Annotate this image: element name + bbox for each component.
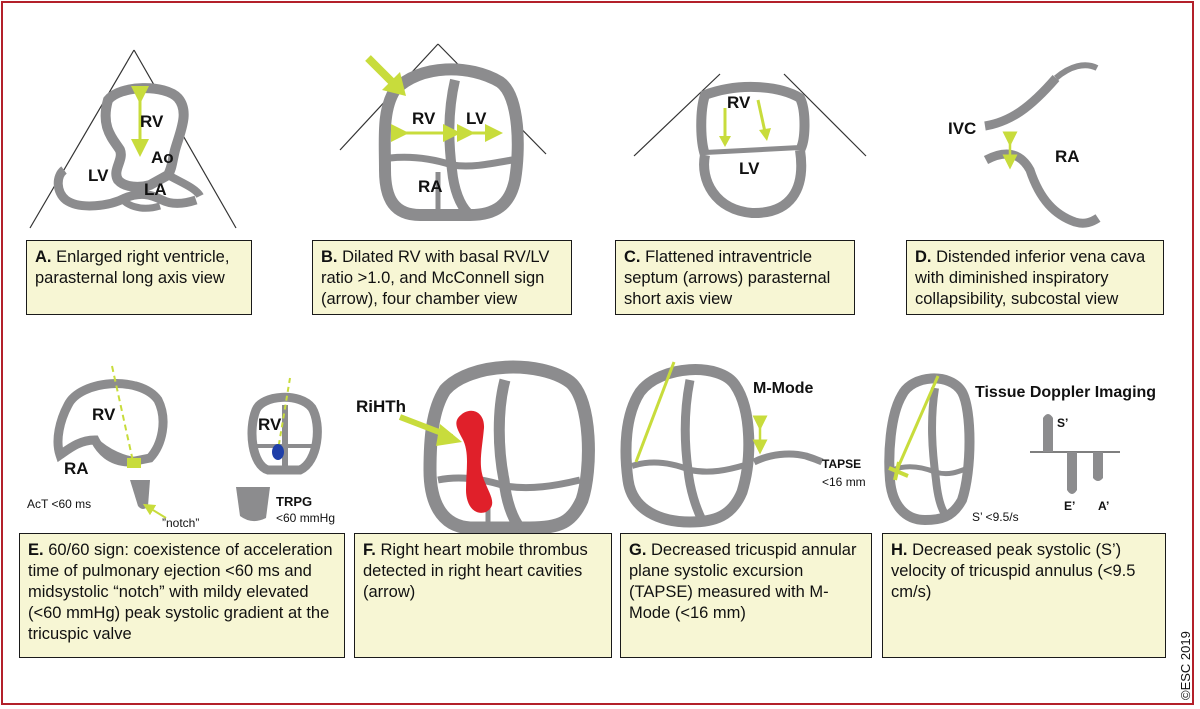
caption-e-text: 60/60 sign: coexistence of acceleration … bbox=[28, 541, 333, 643]
caption-f-text: Right heart mobile thrombus detected in … bbox=[363, 541, 588, 601]
label-lv-c: LV bbox=[739, 159, 760, 178]
label-rv-b: RV bbox=[412, 109, 436, 128]
caption-a-letter: A. bbox=[35, 248, 52, 266]
label-rv2-e: RV bbox=[258, 415, 282, 434]
label-ao-a: Ao bbox=[151, 148, 174, 167]
label-trpg: TRPG bbox=[276, 494, 312, 509]
label-trpg-value: <60 mmHg bbox=[276, 511, 335, 525]
caption-a: A. Enlarged right ventricle, parasternal… bbox=[26, 240, 252, 315]
label-tapse-value: <16 mm bbox=[822, 475, 866, 489]
thrombus bbox=[456, 410, 493, 513]
label-lv-a: LV bbox=[88, 166, 109, 185]
caption-h: H. Decreased peak systolic (S’) velocity… bbox=[882, 533, 1166, 658]
label-rihth: RiHTh bbox=[356, 397, 406, 416]
label-tapse: TAPSE bbox=[822, 457, 861, 471]
rv-chamber-a bbox=[100, 83, 189, 192]
caption-c-letter: C. bbox=[624, 248, 641, 266]
caption-e-letter: E. bbox=[28, 541, 44, 559]
caption-d-letter: D. bbox=[915, 248, 932, 266]
panel-e-drawing: RV RA AcT <60 ms ”notch” RV TRPG <60 mmH… bbox=[27, 365, 335, 530]
caption-f-letter: F. bbox=[363, 541, 376, 559]
caption-c: C. Flattened intraventricle septum (arro… bbox=[615, 240, 855, 315]
caption-f: F. Right heart mobile thrombus detected … bbox=[354, 533, 612, 658]
copyright: ©ESC 2019 bbox=[1178, 631, 1193, 700]
label-rv-a: RV bbox=[140, 112, 164, 131]
caption-h-letter: H. bbox=[891, 541, 908, 559]
label-ra-d: RA bbox=[1055, 147, 1080, 166]
label-ra-b: RA bbox=[418, 177, 443, 196]
panel-b-drawing: RV LV RA bbox=[339, 43, 547, 221]
caption-h-text: Decreased peak systolic (S’) velocity of… bbox=[891, 541, 1136, 601]
caption-g-text: Decreased tricuspid annular plane systol… bbox=[629, 541, 857, 622]
panel-f-drawing: RiHTh bbox=[356, 360, 595, 535]
caption-e: E. 60/60 sign: coexistence of accelerati… bbox=[19, 533, 345, 658]
caption-b: B. Dilated RV with basal RV/LV ratio >1.… bbox=[312, 240, 572, 315]
label-s: S’ bbox=[1057, 416, 1068, 430]
panel-c-drawing: RV LV bbox=[633, 73, 867, 219]
label-a: A’ bbox=[1098, 499, 1109, 513]
label-ivc-d: IVC bbox=[948, 119, 976, 138]
copyright-wrap: ©ESC 2019 bbox=[1178, 590, 1194, 700]
caption-b-text: Dilated RV with basal RV/LV ratio >1.0, … bbox=[321, 248, 550, 308]
label-ra-e: RA bbox=[64, 459, 89, 478]
caption-d: D. Distended inferior vena cava with dim… bbox=[906, 240, 1164, 315]
label-e: E’ bbox=[1064, 499, 1075, 513]
panel-g-drawing: M-Mode TAPSE <16 mm bbox=[620, 361, 866, 528]
label-s-value: S’ <9.5/s bbox=[972, 510, 1019, 524]
label-act: AcT <60 ms bbox=[27, 497, 91, 511]
label-rv-e: RV bbox=[92, 405, 116, 424]
label-rv-c: RV bbox=[727, 93, 751, 112]
panel-h-drawing: Tissue Doppler Imaging S’ E’ A’ S’ <9.5/… bbox=[884, 373, 1156, 526]
caption-g: G. Decreased tricuspid annular plane sys… bbox=[620, 533, 872, 658]
panel-d-drawing: IVC RA bbox=[948, 62, 1101, 228]
caption-d-text: Distended inferior vena cava with dimini… bbox=[915, 248, 1146, 308]
label-la-a: LA bbox=[144, 180, 167, 199]
caption-c-text: Flattened intraventricle septum (arrows)… bbox=[624, 248, 831, 308]
label-tdi: Tissue Doppler Imaging bbox=[975, 384, 1156, 401]
panel-a-drawing: RV Ao LV LA bbox=[29, 49, 237, 229]
label-mmode: M-Mode bbox=[753, 380, 814, 397]
caption-g-letter: G. bbox=[629, 541, 647, 559]
label-lv-b: LV bbox=[466, 109, 487, 128]
caption-a-text: Enlarged right ventricle, parasternal lo… bbox=[35, 248, 230, 287]
label-notch: ”notch” bbox=[162, 516, 199, 530]
caption-b-letter: B. bbox=[321, 248, 338, 266]
